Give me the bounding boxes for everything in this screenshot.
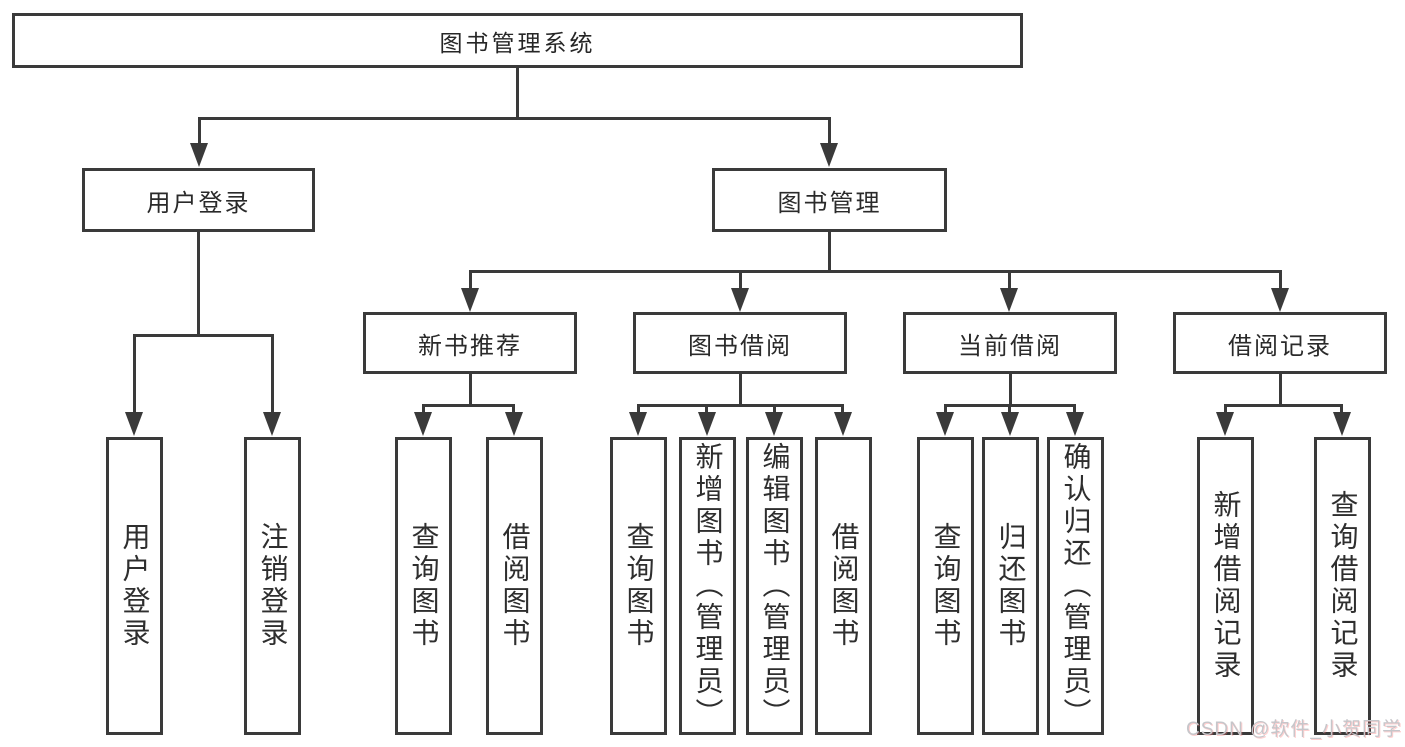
connector-line <box>705 404 708 414</box>
connector-line <box>1224 404 1227 414</box>
node-borrow-records-label: 借阅记录 <box>1228 332 1332 360</box>
leaf-cb-return-books-label: 归还图书 <box>995 522 1027 650</box>
arrow-down-icon <box>1000 288 1018 312</box>
node-current-borrow: 当前借阅 <box>903 312 1117 374</box>
connector-line <box>1073 404 1076 414</box>
arrow-down-icon <box>731 288 749 312</box>
leaf-bb-query-books-label: 查询图书 <box>623 522 655 650</box>
node-root-label: 图书管理系统 <box>439 29 596 56</box>
node-book-borrow: 图书借阅 <box>633 312 847 374</box>
arrow-down-icon <box>834 412 852 436</box>
node-book-borrow-label: 图书借阅 <box>688 332 792 360</box>
connector-line <box>739 374 742 407</box>
leaf-br-query-record: 查询借阅记录 <box>1314 437 1371 735</box>
connector-line <box>828 117 831 145</box>
arrow-down-icon <box>698 412 716 436</box>
leaf-bb-edit-books-admin: 编辑图书（管理员） <box>746 437 803 735</box>
leaf-bb-add-books-admin: 新增图书（管理员） <box>679 437 736 735</box>
connector-line <box>469 270 472 290</box>
arrow-down-icon <box>1001 412 1019 436</box>
arrow-down-icon <box>414 412 432 436</box>
connector-line <box>739 270 742 290</box>
connector-line <box>469 270 1282 273</box>
arrow-down-icon <box>1333 412 1351 436</box>
leaf-br-query-record-label: 查询借阅记录 <box>1327 490 1359 682</box>
connector-line <box>637 404 844 407</box>
node-current-borrow-label: 当前借阅 <box>958 332 1062 360</box>
arrow-down-icon <box>125 412 143 436</box>
arrow-down-icon <box>190 143 208 167</box>
connector-line <box>422 404 425 414</box>
node-user-login-label: 用户登录 <box>146 189 251 217</box>
connector-line <box>198 117 201 145</box>
leaf-cb-confirm-return-admin: 确认归还（管理员） <box>1047 437 1104 735</box>
connector-line <box>1009 374 1012 407</box>
connector-line <box>1008 404 1011 414</box>
leaf-logout: 注销登录 <box>244 437 301 735</box>
leaf-bb-edit-books-admin-label: 编辑图书（管理员） <box>759 442 791 730</box>
connector-line <box>469 374 472 407</box>
node-borrow-records: 借阅记录 <box>1173 312 1387 374</box>
node-book-management: 图书管理 <box>712 168 947 232</box>
leaf-cb-confirm-return-admin-label: 确认归还（管理员） <box>1060 442 1092 730</box>
connector-line <box>516 68 519 118</box>
leaf-br-add-record-label: 新增借阅记录 <box>1210 490 1242 682</box>
leaf-nb-query-books-label: 查询图书 <box>408 522 440 650</box>
leaf-bb-borrow-books-label: 借阅图书 <box>828 522 860 650</box>
arrow-down-icon <box>1216 412 1234 436</box>
leaf-user-login: 用户登录 <box>106 437 163 735</box>
connector-line <box>1224 404 1343 407</box>
connector-line <box>1279 374 1282 407</box>
leaf-nb-query-books: 查询图书 <box>395 437 452 735</box>
connector-line <box>133 334 136 414</box>
leaf-nb-borrow-books: 借阅图书 <box>486 437 543 735</box>
node-user-login: 用户登录 <box>82 168 315 232</box>
arrow-down-icon <box>820 143 838 167</box>
connector-line <box>1279 270 1282 290</box>
connector-line <box>198 117 831 120</box>
connector-line <box>512 404 515 414</box>
leaf-cb-return-books: 归还图书 <box>982 437 1039 735</box>
node-book-management-label: 图书管理 <box>777 189 882 217</box>
leaf-nb-borrow-books-label: 借阅图书 <box>499 522 531 650</box>
leaf-bb-query-books: 查询图书 <box>610 437 667 735</box>
connector-line <box>828 232 831 272</box>
connector-line <box>1008 270 1011 290</box>
csdn-watermark: CSDN @软件_小贺同学 <box>1186 719 1402 740</box>
connector-line <box>773 404 776 414</box>
arrow-down-icon <box>1271 288 1289 312</box>
arrow-down-icon <box>461 288 479 312</box>
leaf-logout-label: 注销登录 <box>257 522 289 650</box>
leaf-cb-query-books: 查询图书 <box>917 437 974 735</box>
arrow-down-icon <box>1066 412 1084 436</box>
leaf-bb-borrow-books: 借阅图书 <box>815 437 872 735</box>
connector-line <box>271 334 274 414</box>
leaf-user-login-label: 用户登录 <box>119 522 151 650</box>
leaf-bb-add-books-admin-label: 新增图书（管理员） <box>692 442 724 730</box>
leaf-cb-query-books-label: 查询图书 <box>930 522 962 650</box>
connector-line <box>841 404 844 414</box>
connector-line <box>944 404 947 414</box>
connector-line <box>197 232 200 336</box>
leaf-br-add-record: 新增借阅记录 <box>1197 437 1254 735</box>
node-new-book-recommend-label: 新书推荐 <box>418 332 522 360</box>
connector-line <box>133 334 274 337</box>
arrow-down-icon <box>936 412 954 436</box>
connector-line <box>422 404 515 407</box>
arrow-down-icon <box>765 412 783 436</box>
arrow-down-icon <box>505 412 523 436</box>
node-new-book-recommend: 新书推荐 <box>363 312 577 374</box>
node-root: 图书管理系统 <box>12 13 1023 68</box>
arrow-down-icon <box>629 412 647 436</box>
connector-line <box>637 404 640 414</box>
connector-line <box>1340 404 1343 414</box>
arrow-down-icon <box>263 412 281 436</box>
